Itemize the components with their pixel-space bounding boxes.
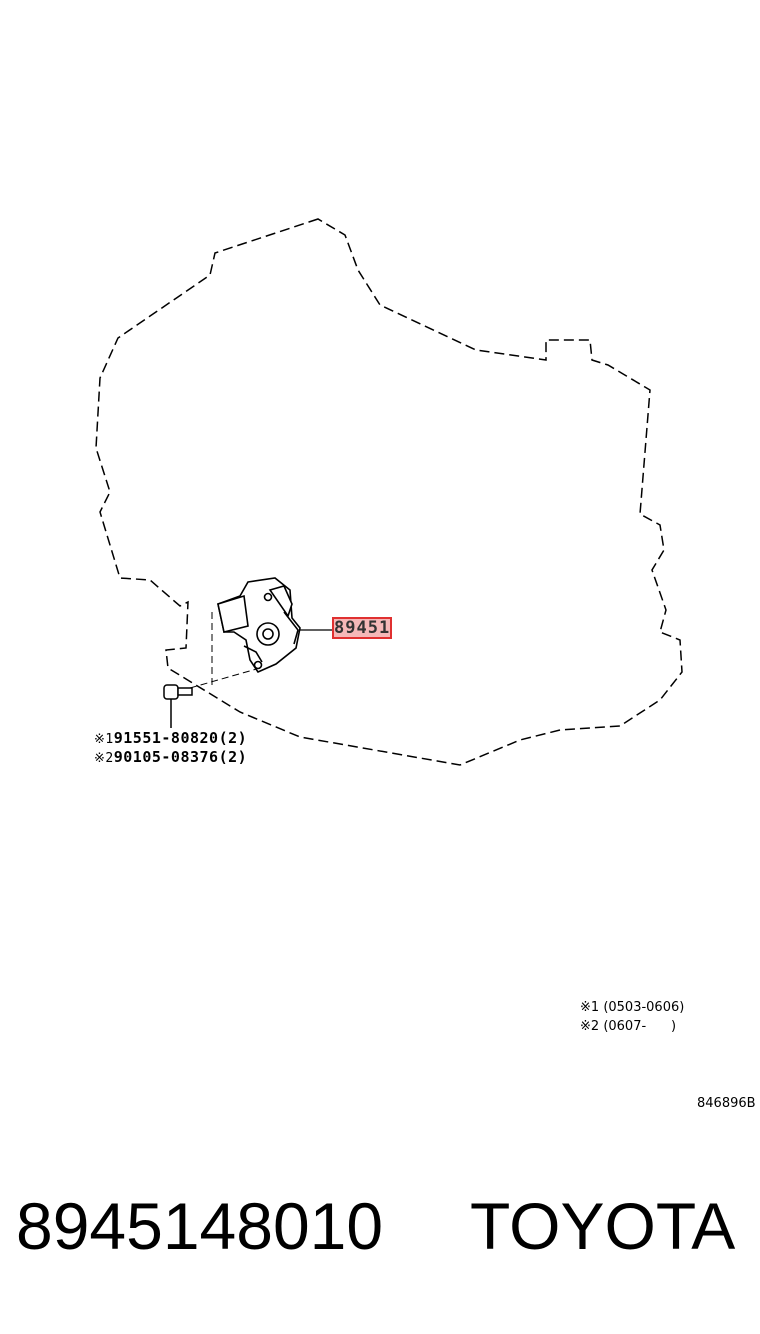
- footer: 8945148010 TOYOTA: [0, 1188, 760, 1278]
- transmission-case-outline: [95, 218, 683, 766]
- fastener-qty-1: (2): [218, 729, 248, 747]
- fastener-qty-2: (2): [218, 748, 248, 766]
- note-mark-2: ※2: [580, 1019, 600, 1034]
- part-callout-89451[interactable]: 89451: [332, 617, 392, 639]
- note-1: ※1 (0503-0606): [580, 1000, 684, 1015]
- fastener-mark-2: ※2: [94, 751, 114, 766]
- bolt-drawing: [163, 684, 193, 728]
- note-2: ※2 (0607- ): [580, 1019, 676, 1034]
- fastener-label-1: ※191551-80820(2): [94, 729, 247, 747]
- footer-brand: TOYOTA: [470, 1189, 736, 1263]
- fastener-part-number-2: 90105-08376: [113, 748, 219, 766]
- bolt-leader-line: [189, 667, 261, 689]
- fastener-part-number-1: 91551-80820: [113, 729, 219, 747]
- neutral-switch-drawing: [217, 577, 301, 674]
- note-range-2: (0607- ): [603, 1019, 677, 1034]
- drawing-id: 846896B: [697, 1096, 756, 1111]
- fastener-mark-1: ※1: [94, 732, 114, 747]
- note-range-1: (0503-0606): [603, 1000, 685, 1015]
- footer-part-number: 8945148010: [16, 1189, 384, 1263]
- note-mark-1: ※1: [580, 1000, 600, 1015]
- fastener-label-2: ※290105-08376(2): [94, 748, 247, 766]
